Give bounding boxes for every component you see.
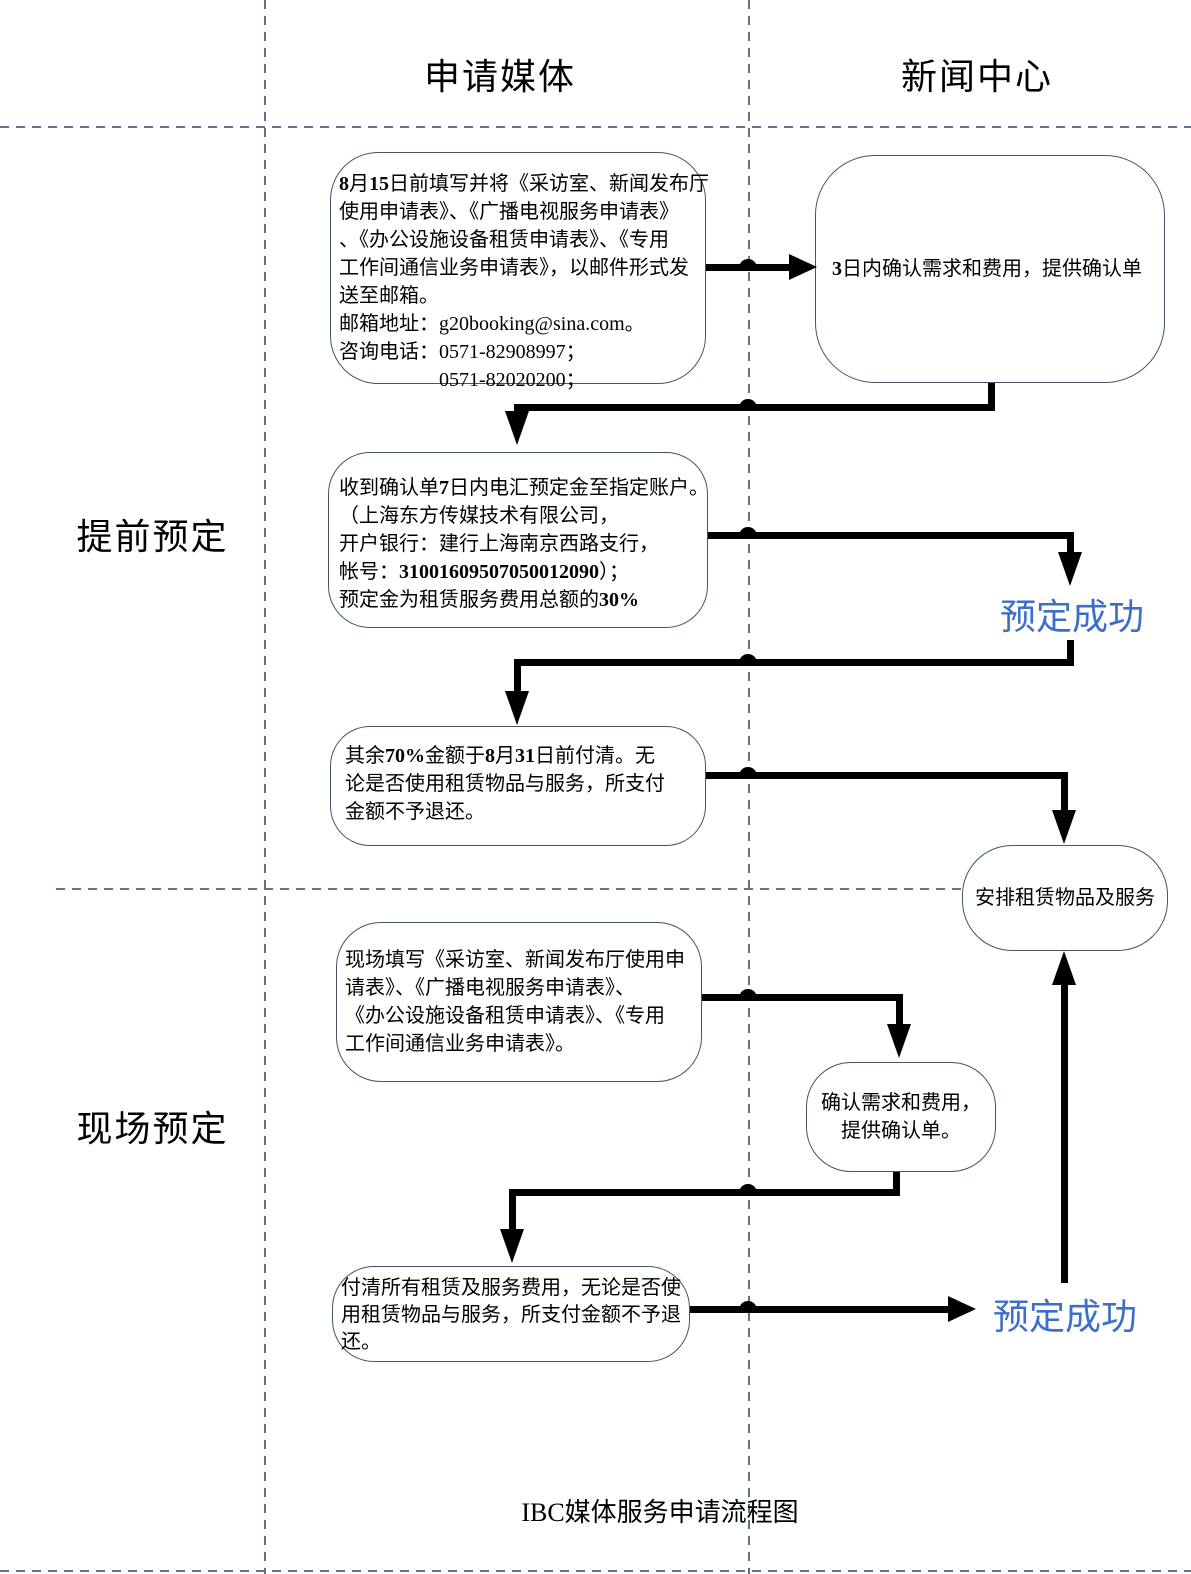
box-confirm-fees: 确认需求和费用，提供确认单。: [806, 1062, 996, 1172]
line-hop: [739, 1184, 757, 1195]
box-confirm-within-3-days: 3日内确认需求和费用，提供确认单: [815, 155, 1165, 383]
divider-vertical-center: [748, 0, 750, 1574]
box-arrange-rental: 安排租赁物品及服务: [962, 845, 1168, 951]
arrowhead-down-icon: [500, 1229, 524, 1263]
connector-balance-to-arrange-v: [1061, 772, 1068, 812]
connector-wire-to-success-v: [1067, 532, 1074, 554]
column-header-news-center: 新闻中心: [900, 57, 1053, 97]
box-pay-all-fees: 付清所有租赁及服务费用，无论是否使用租赁物品与服务，所支付金额不予退还。: [332, 1266, 690, 1362]
box-wire-deposit: 收到确认单7日内电汇预定金至指定账户。（上海东方传媒技术有限公司，开户银行：建行…: [328, 452, 709, 628]
line-hop: [739, 259, 757, 270]
connector-balance-to-arrange-h: [706, 772, 1068, 779]
connector-success-to-balance-v2: [514, 659, 521, 693]
connector-confirm-to-wire-v: [988, 383, 995, 408]
row-label-advance-booking: 提前预定: [76, 517, 229, 557]
row-label-onsite-booking: 现场预定: [76, 1109, 229, 1149]
box-onsite-fill-forms: 现场填写《采访室、新闻发布厅使用申请表》、《广播电视服务申请表》、《办公设施设备…: [336, 922, 702, 1082]
connector-onsite-to-confirm-v: [896, 994, 903, 1026]
column-header-applying-media: 申请媒体: [423, 57, 576, 97]
arrowhead-up-icon: [1052, 951, 1076, 985]
connector-onsite-to-confirm-h: [702, 994, 903, 1001]
line-hop: [739, 1301, 757, 1312]
divider-horizontal-top: [0, 126, 1191, 128]
arrowhead-down-icon: [1058, 552, 1082, 586]
connector-fees-to-payall-v1: [893, 1172, 900, 1196]
box-submit-forms-by-mail: 8月15日前填写并将《采访室、新闻发布厅使用申请表》、《广播电视服务申请表》、《…: [330, 152, 709, 391]
line-hop: [739, 767, 757, 778]
connector-success-to-balance-v1: [1067, 640, 1074, 666]
connector-wire-to-success-h: [708, 532, 1074, 539]
arrowhead-right-icon: [948, 1296, 976, 1322]
label-booking-success-top: 预定成功: [999, 597, 1144, 637]
connector-payall-to-success-h: [690, 1306, 950, 1313]
divider-horizontal-middle: [56, 888, 963, 890]
arrowhead-down-icon: [505, 691, 529, 725]
arrowhead-down-icon: [887, 1024, 911, 1058]
connector-fees-to-payall-v2: [509, 1189, 516, 1231]
box-pay-balance: 其余70%金额于8月31日前付清。无论是否使用租赁物品与服务，所支付金额不予退还…: [330, 726, 706, 846]
arrowhead-right-icon: [789, 254, 817, 280]
line-hop: [739, 399, 757, 410]
connector-success-to-balance-h: [514, 659, 1074, 666]
divider-vertical-left: [264, 0, 266, 1574]
divider-horizontal-bottom: [0, 1570, 1191, 1572]
connector-success-to-arrange-v: [1061, 983, 1068, 1283]
chart-caption: IBC媒体服务申请流程图: [521, 1498, 799, 1527]
line-hop: [739, 527, 757, 538]
connector-fees-to-payall-h: [509, 1189, 900, 1196]
arrowhead-down-icon: [1052, 810, 1076, 844]
line-hop: [739, 654, 757, 665]
arrowhead-down-icon: [505, 411, 529, 445]
line-hop: [739, 989, 757, 1000]
label-booking-success-bottom: 预定成功: [992, 1297, 1137, 1337]
